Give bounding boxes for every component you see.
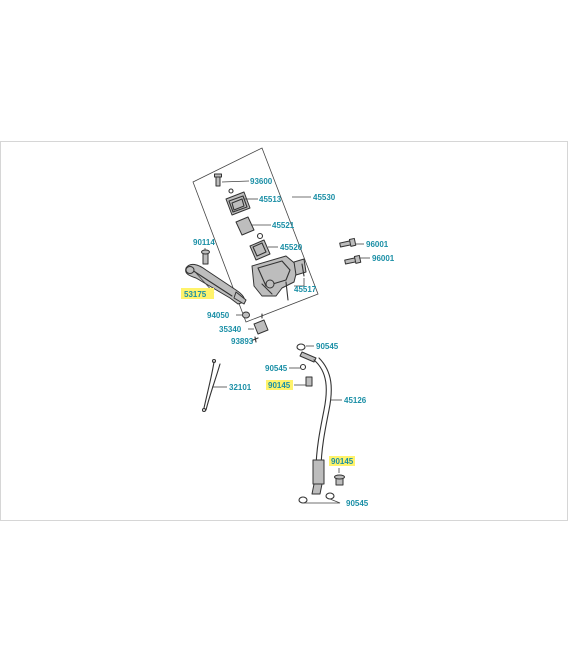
brake-hose-icon [296, 343, 335, 504]
label-90545-lower[interactable]: 90545 [346, 499, 369, 508]
label-90145-lower[interactable]: 90145 [331, 457, 354, 466]
label-96001-lower[interactable]: 96001 [372, 254, 395, 263]
diagram-frame [0, 141, 568, 521]
reservoir-cap-icon [225, 188, 251, 216]
switch-wire-icon [201, 358, 221, 413]
label-32101[interactable]: 32101 [229, 383, 252, 392]
label-53175[interactable]: 53175 [184, 290, 207, 299]
label-35340[interactable]: 35340 [219, 325, 242, 334]
label-90145-upper[interactable]: 90145 [268, 381, 291, 390]
bolt-icon-lower [344, 254, 362, 265]
label-93893[interactable]: 93893 [231, 337, 254, 346]
diaphragm-plate-icon [235, 216, 255, 236]
label-45513[interactable]: 45513 [259, 195, 282, 204]
label-90545-upper[interactable]: 90545 [316, 342, 339, 351]
label-45517[interactable]: 45517 [294, 285, 317, 294]
label-45126[interactable]: 45126 [344, 396, 367, 405]
banjo-washer-icon [299, 363, 307, 371]
tiny-screw-icon [252, 336, 259, 343]
diaphragm-icon [249, 232, 271, 261]
highlight-53175 [181, 288, 214, 299]
hose-bolt-icon [334, 474, 345, 486]
brake-switch-icon [253, 313, 269, 335]
highlight-90145-upper [266, 380, 293, 390]
bolt-icon-upper [339, 237, 357, 248]
label-45530[interactable]: 45530 [313, 193, 336, 202]
label-45520[interactable]: 45520 [280, 243, 303, 252]
master-cylinder-icon [251, 255, 307, 301]
screw-icon [214, 173, 222, 187]
pivot-bolt-icon [201, 249, 210, 265]
label-93600[interactable]: 93600 [250, 177, 273, 186]
label-94050[interactable]: 94050 [207, 311, 230, 320]
label-90545-middle[interactable]: 90545 [265, 364, 288, 373]
brake-lever-icon [185, 263, 247, 305]
assembly-outline [192, 147, 319, 323]
small-screw-icon [301, 263, 305, 277]
label-45521[interactable]: 45521 [272, 221, 295, 230]
nut-icon [242, 311, 250, 319]
banjo-bolt-icon [305, 376, 313, 387]
label-90114[interactable]: 90114 [193, 238, 215, 247]
highlight-90145-lower [329, 456, 355, 466]
label-96001-upper[interactable]: 96001 [366, 240, 389, 249]
